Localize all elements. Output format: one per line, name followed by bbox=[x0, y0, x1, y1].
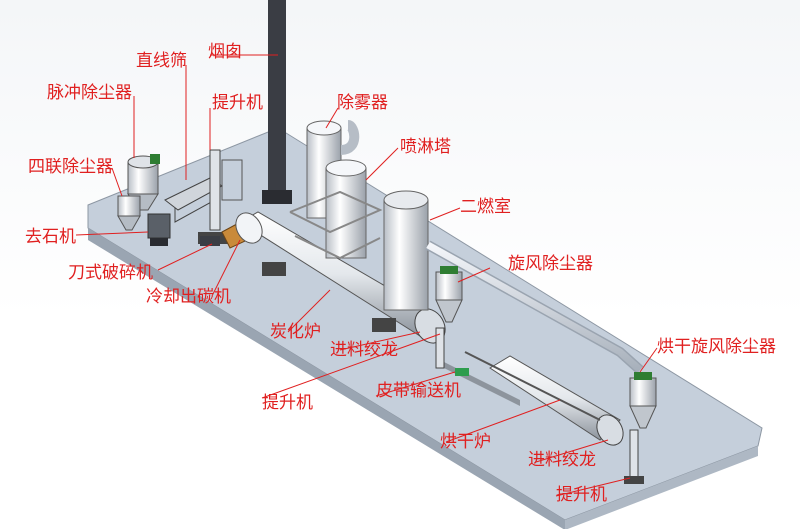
label-linear-screen: 直线筛 bbox=[136, 51, 187, 71]
label-elevator-mid: 提升机 bbox=[262, 393, 313, 413]
elevator-mid bbox=[435, 327, 445, 369]
pulse-dust-collector bbox=[127, 154, 160, 211]
label-knife-crusher: 刀式破碎机 bbox=[68, 263, 153, 283]
label-cooling-discharger: 冷却出碳机 bbox=[146, 287, 231, 307]
belt-conveyor bbox=[440, 360, 520, 406]
label-spray-tower: 喷淋塔 bbox=[400, 137, 451, 157]
label-chimney: 烟囱 bbox=[208, 42, 242, 62]
dryer-cyclone-dust-collector bbox=[629, 372, 657, 429]
label-second-chamber: 二燃室 bbox=[460, 197, 511, 217]
chimney bbox=[262, 0, 292, 204]
label-elevator-bottom: 提升机 bbox=[556, 485, 607, 505]
label-quad-dust-collector: 四联除尘器 bbox=[28, 157, 113, 177]
flue-duct bbox=[425, 240, 644, 374]
label-feed-screw-2: 进料绞龙 bbox=[528, 450, 596, 470]
label-destoner: 去石机 bbox=[25, 227, 76, 247]
label-dryer: 烘干炉 bbox=[440, 432, 491, 452]
label-elevator-top: 提升机 bbox=[212, 93, 263, 113]
labels: 烟囱 直线筛 脉冲除尘器 提升机 除雾器 喷淋塔 四联除尘器 二燃室 去石机 旋… bbox=[25, 42, 776, 505]
cyclone-dust-collector bbox=[435, 266, 463, 323]
leader-lines bbox=[75, 54, 658, 497]
label-belt-conveyor: 皮带输送机 bbox=[376, 381, 461, 401]
destoner bbox=[147, 213, 171, 246]
quad-dust-collector bbox=[117, 195, 141, 231]
dryer-drum bbox=[464, 351, 624, 446]
label-cyclone-dust-collector: 旋风除尘器 bbox=[508, 254, 593, 274]
label-pulse-dust-collector: 脉冲除尘器 bbox=[47, 83, 132, 103]
spray-tower bbox=[325, 159, 367, 259]
elevator-bottom bbox=[624, 429, 644, 484]
frame-structure bbox=[289, 190, 383, 260]
secondary-combustion-chamber bbox=[383, 190, 429, 311]
label-dryer-cyclone: 烘干旋风除尘器 bbox=[657, 337, 776, 357]
label-demister: 除雾器 bbox=[337, 93, 388, 113]
label-carbonization-furnace: 炭化炉 bbox=[270, 322, 321, 342]
knife-crusher bbox=[200, 236, 220, 246]
label-feed-screw-1: 进料绞龙 bbox=[330, 340, 398, 360]
